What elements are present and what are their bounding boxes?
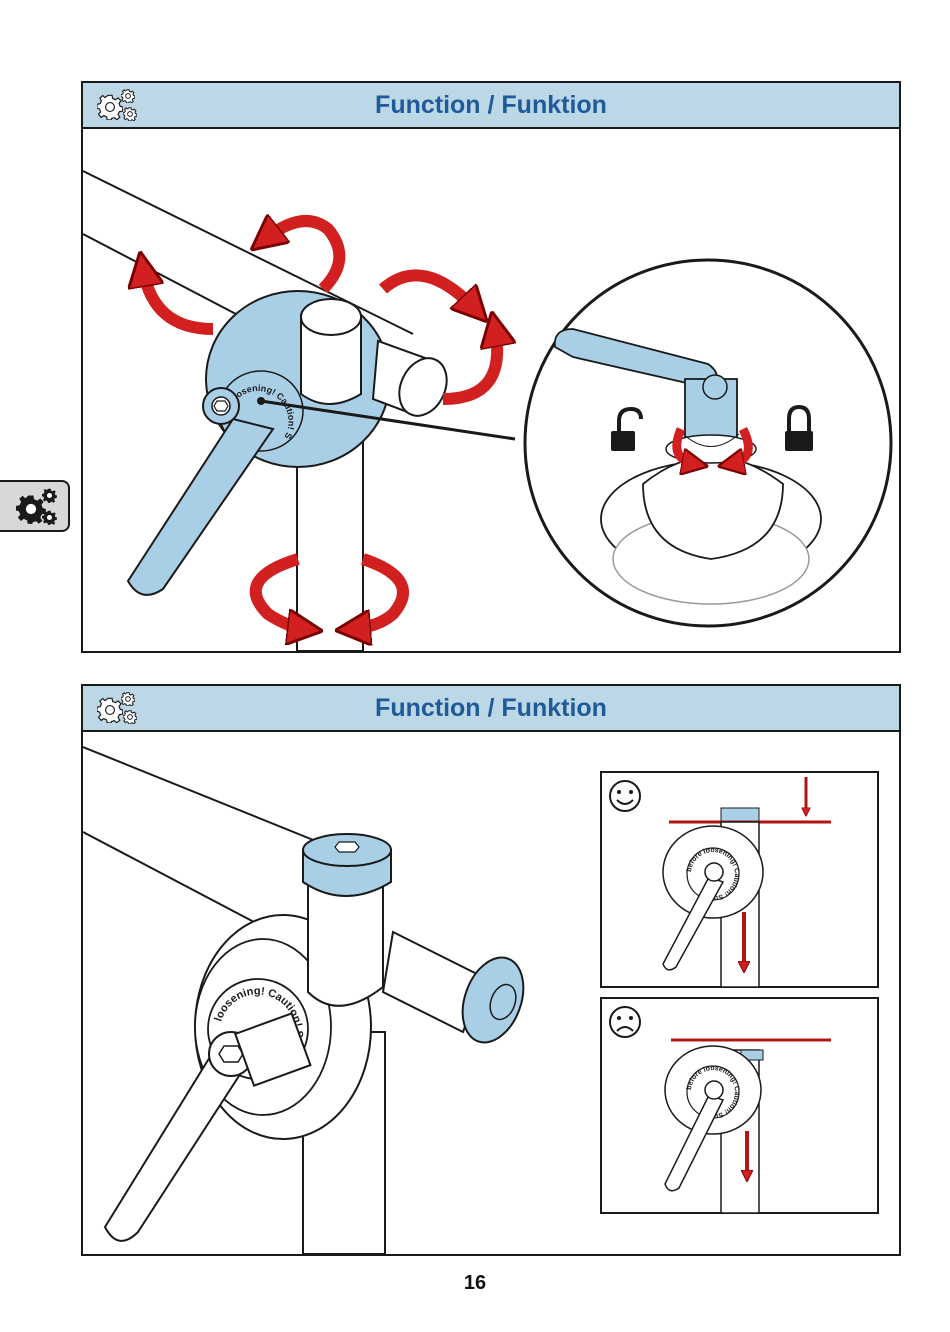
- clamp-rotation-arrow-top: [379, 269, 475, 309]
- page-number: 16: [463, 1272, 487, 1294]
- detail-pointer: [257, 397, 516, 441]
- gears-icon: [16, 488, 57, 525]
- function-panel-1: Function / Funktion loosening! Caution! …: [81, 81, 901, 653]
- panel-title: Function / Funktion: [375, 694, 607, 722]
- boom-rotation-arrow-left: [143, 269, 214, 335]
- panel-title: Function / Funktion: [375, 91, 607, 119]
- section-tab: [0, 480, 70, 532]
- clamp-rotation-illustration: loosening! Caution! Support weight: [83, 129, 893, 651]
- clamp-rotation-arrow-right: [442, 329, 497, 405]
- panel-header: Function / Funktion: [83, 686, 899, 732]
- clamp-height-illustration: loosening! Caution! Support weight: [83, 732, 879, 1254]
- function-panel-2: Function / Funktion loosening! Caution! …: [81, 684, 901, 1256]
- unlock-icon: [611, 406, 643, 451]
- clamp-lever: [126, 387, 275, 596]
- rotation-arrows: [143, 221, 497, 629]
- smiley-sad-icon: [609, 1006, 641, 1038]
- boom-arm: [83, 746, 344, 933]
- clamp-body: loosening! Caution! Support weight: [83, 732, 525, 1140]
- clamp-lever: [103, 1012, 312, 1242]
- correct-example: before loosening! Caution! Support: [599, 767, 879, 988]
- clamp-body: loosening! Caution! Support weight: [83, 129, 448, 468]
- mast-rotation-arrow-right: [353, 553, 409, 629]
- lock-icon: [785, 404, 813, 451]
- incorrect-example: before loosening! Caution! Support: [599, 993, 879, 1214]
- panel-illustration: loosening! Caution! Support weight: [83, 129, 899, 651]
- panel-header: Function / Funktion: [83, 83, 899, 129]
- panel-illustration: loosening! Caution! Support weight: [83, 732, 899, 1254]
- mast-rotation-arrow-left: [249, 553, 305, 629]
- smiley-happy-icon: [609, 780, 641, 812]
- boom-rotation-arrow-top: [265, 221, 346, 294]
- detail-magnifier: [523, 258, 893, 628]
